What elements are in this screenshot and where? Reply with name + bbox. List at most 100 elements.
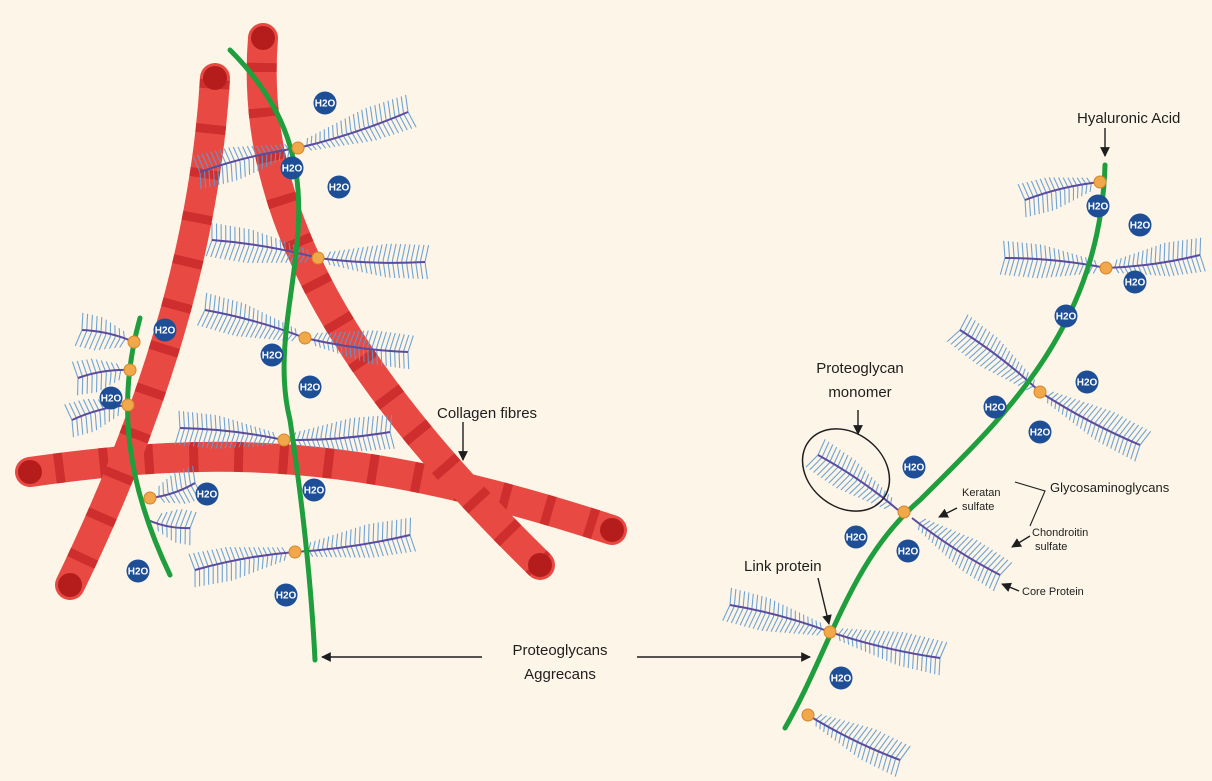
- fibre-end: [58, 573, 82, 597]
- water-label: H2O: [197, 490, 218, 501]
- water-molecule: H2O: [1029, 421, 1052, 444]
- keratan-label-line1: Keratan: [962, 487, 1001, 499]
- link-protein-node: [128, 336, 140, 348]
- water-label: H2O: [155, 326, 176, 337]
- water-label: H2O: [1056, 312, 1077, 323]
- gag-chain: [72, 359, 130, 396]
- link-protein-label: Link protein: [744, 558, 822, 575]
- link-protein-node: [144, 492, 156, 504]
- water-label: H2O: [985, 403, 1006, 414]
- water-molecule: H2O: [1124, 271, 1147, 294]
- fibre-end: [18, 460, 42, 484]
- water-label: H2O: [315, 99, 336, 110]
- gag-bracket: [1015, 482, 1045, 526]
- water-molecule: H2O: [984, 396, 1007, 419]
- water-molecule: H2O: [830, 667, 853, 690]
- link-protein-node: [1094, 176, 1106, 188]
- link-protein-node: [824, 626, 836, 638]
- water-label: H2O: [898, 547, 919, 558]
- pg-monomer-label-line1: Proteoglycan: [816, 360, 904, 377]
- pointer-arrows: [322, 128, 1105, 657]
- water-label: H2O: [282, 164, 303, 175]
- water-molecule: H2O: [845, 526, 868, 549]
- gag-chain: [912, 518, 1012, 591]
- gag-chain: [75, 313, 134, 351]
- water-molecule: H2O: [127, 560, 150, 583]
- water-label: H2O: [831, 674, 852, 685]
- link-protein-node: [124, 364, 136, 376]
- water-label: H2O: [1077, 378, 1098, 389]
- fibre-end: [203, 66, 227, 90]
- core-protein-label: Core Protein: [1022, 586, 1084, 598]
- keratan-label-line2: sulfate: [962, 501, 994, 513]
- link-protein-node: [292, 142, 304, 154]
- collagen-label: Collagen fibres: [437, 405, 537, 422]
- gag-chain: [318, 244, 429, 279]
- water-label: H2O: [846, 533, 867, 544]
- pg-monomer-label-line2: monomer: [828, 384, 891, 401]
- water-molecule: H2O: [303, 479, 326, 502]
- water-molecule: H2O: [281, 157, 304, 180]
- water-molecules: H2O H2O H2O H2O H2O H2O H2O H2O H2O H2O H2O H2O H2O H…: [100, 92, 1152, 690]
- fibre-end: [528, 553, 552, 577]
- water-label: H2O: [304, 486, 325, 497]
- water-label: H2O: [128, 567, 149, 578]
- keratan-arrow: [939, 508, 957, 517]
- gag-label: Glycosaminoglycans: [1050, 480, 1170, 495]
- water-molecule: H2O: [897, 540, 920, 563]
- water-molecule: H2O: [299, 376, 322, 399]
- gag-chain: [723, 588, 830, 636]
- gag-chain: [1040, 392, 1151, 462]
- water-label: H2O: [276, 591, 297, 602]
- fibre-end: [600, 518, 624, 542]
- water-molecule: H2O: [261, 344, 284, 367]
- ha-strand-right: [785, 165, 1105, 728]
- water-label: H2O: [1030, 428, 1051, 439]
- gag-chain: [947, 315, 1040, 392]
- fibre-end: [251, 26, 275, 50]
- water-molecule: H2O: [275, 584, 298, 607]
- gag-chain: [1106, 238, 1205, 277]
- water-molecule: H2O: [1055, 305, 1078, 328]
- link-protein-node: [1100, 262, 1112, 274]
- water-molecule: H2O: [328, 176, 351, 199]
- gag-chain: [189, 547, 295, 587]
- link-protein-node: [802, 709, 814, 721]
- chondroitin-label-line1: Chondroitin: [1032, 527, 1088, 539]
- water-molecule: H2O: [154, 319, 177, 342]
- gag-chain: [806, 439, 898, 510]
- chondroitin-arrow: [1012, 536, 1030, 547]
- link-protein-node: [122, 399, 134, 411]
- gag-chain: [830, 628, 947, 675]
- water-molecule: H2O: [314, 92, 337, 115]
- aggrecans-label-line2: Aggrecans: [524, 666, 596, 683]
- water-label: H2O: [101, 394, 122, 405]
- water-label: H2O: [1130, 221, 1151, 232]
- water-label: H2O: [329, 183, 350, 194]
- link-protein-node: [278, 434, 290, 446]
- gag-chain: [295, 518, 416, 558]
- water-molecule: H2O: [100, 387, 123, 410]
- link-protein-node: [299, 332, 311, 344]
- water-molecule: H2O: [1087, 195, 1110, 218]
- hyaluronic-label: Hyaluronic Acid: [1077, 110, 1180, 127]
- link-protein-arrow: [818, 578, 829, 624]
- water-label: H2O: [904, 463, 925, 474]
- link-protein-node: [898, 506, 910, 518]
- water-label: H2O: [1088, 202, 1109, 213]
- link-protein-node: [1034, 386, 1046, 398]
- water-molecule: H2O: [196, 483, 219, 506]
- water-label: H2O: [262, 351, 283, 362]
- link-protein-node: [312, 252, 324, 264]
- link-protein-node: [289, 546, 301, 558]
- water-label: H2O: [1125, 278, 1146, 289]
- core-protein-arrow: [1002, 584, 1019, 591]
- water-molecule: H2O: [1129, 214, 1152, 237]
- chondroitin-label-line2: sulfate: [1035, 541, 1067, 553]
- water-label: H2O: [300, 383, 321, 394]
- water-molecule: H2O: [903, 456, 926, 479]
- aggrecans-label-line1: Proteoglycans: [512, 642, 607, 659]
- collagen-fibre-left: [58, 66, 227, 597]
